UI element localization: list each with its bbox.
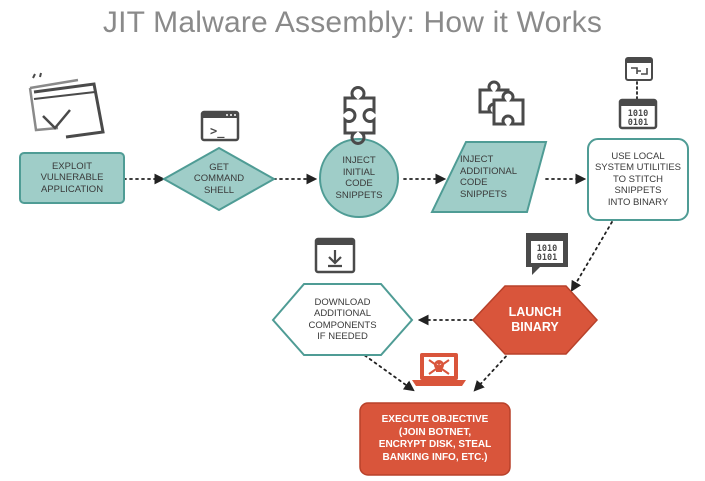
stitch-window-icon xyxy=(625,57,653,81)
node-shell-shape xyxy=(161,146,277,212)
browser-window-broken-icon xyxy=(28,72,105,139)
terminal-prompt: >_ xyxy=(210,124,225,139)
puzzle-piece-icon xyxy=(343,86,376,145)
download-line-2: ADDITIONAL xyxy=(313,308,371,319)
inject-initial-line-3: CODE xyxy=(345,178,373,189)
bubble-binary-top: 1010 xyxy=(537,244,557,254)
exploit-line-2: VULNERABLE xyxy=(40,172,104,184)
inject-additional-line-4: SNIPPETS xyxy=(460,188,507,200)
node-stitch-shape xyxy=(587,138,689,221)
node-launch-label: LAUNCH BINARY xyxy=(485,286,585,354)
stitch-line-1: USE LOCAL xyxy=(611,150,665,162)
objective-line-4: BANKING INFO, ETC.) xyxy=(382,451,488,463)
download-line-3: COMPONENTS xyxy=(308,319,377,331)
inject-initial-line-1: INJECT xyxy=(342,155,376,166)
download-line-4: IF NEEDED xyxy=(317,331,368,342)
stitch-line-3: TO STITCH xyxy=(613,173,663,185)
exploit-line-3: APPLICATION xyxy=(40,183,104,195)
node-exploit-shape xyxy=(19,152,125,204)
node-inject-additional-label: INJECT ADDITIONAL CODE SNIPPETS xyxy=(448,144,528,210)
skull-laptop-icon xyxy=(412,353,466,386)
binary-speech-bubble-icon: 1010 0101 xyxy=(526,233,568,275)
node-launch-shape xyxy=(471,285,599,355)
connector-launch-to-objective xyxy=(473,351,511,392)
inject-initial-line-2: INITIAL xyxy=(342,166,376,178)
node-inject-initial-label: INJECT INITIAL CODE SNIPPETS xyxy=(320,143,398,213)
connector-stitch-to-launch xyxy=(570,221,613,292)
shell-line-1: GET xyxy=(209,161,229,173)
download-line-1: DOWNLOAD xyxy=(314,296,371,308)
stitch-line-2: SYSTEM UTILITIES xyxy=(594,162,682,174)
node-download-shape xyxy=(271,283,414,356)
binary-window-icon: 1010 0101 xyxy=(618,98,658,130)
node-shell-label: GET COMMAND SHELL xyxy=(174,153,264,205)
node-exploit-label: EXPLOIT VULNERABLE APPLICATION xyxy=(20,153,124,203)
inject-additional-line-3: CODE xyxy=(460,177,488,188)
objective-line-3: ENCRYPT DISK, STEAL xyxy=(378,439,492,450)
shell-line-2: COMMAND xyxy=(193,173,245,185)
node-inject-additional-shape xyxy=(430,141,548,213)
shell-line-3: SHELL xyxy=(203,184,235,196)
launch-line-2: BINARY xyxy=(511,320,559,334)
terminal-icon: >_ xyxy=(200,110,240,142)
page-title: JIT Malware Assembly: How it Works xyxy=(102,6,603,39)
node-objective-shape xyxy=(359,402,511,476)
inject-initial-line-4: SNIPPETS xyxy=(335,189,383,201)
exploit-line-1: EXPLOIT xyxy=(51,160,93,172)
download-window-icon xyxy=(314,237,356,274)
stitch-line-4: SNIPPETS xyxy=(614,185,662,197)
node-stitch-label: USE LOCAL SYSTEM UTILITIES TO STITCH SNI… xyxy=(588,139,688,220)
binary-top-text: 1010 xyxy=(628,109,648,119)
objective-line-1: EXECUTE OBJECTIVE xyxy=(381,414,489,425)
objective-line-2: (JOIN BOTNET, xyxy=(398,426,472,438)
stitch-line-5: INTO BINARY xyxy=(607,196,669,208)
binary-bottom-text: 0101 xyxy=(628,118,648,128)
node-download-label: DOWNLOAD ADDITIONAL COMPONENTS IF NEEDED xyxy=(290,284,395,355)
puzzle-pieces-icon xyxy=(478,80,525,126)
inject-additional-line-2: ADDITIONAL xyxy=(460,165,518,177)
launch-line-1: LAUNCH xyxy=(508,305,562,319)
bubble-binary-bottom: 0101 xyxy=(537,253,557,263)
node-inject-initial-shape xyxy=(319,138,399,218)
inject-additional-line-1: INJECT xyxy=(460,154,494,165)
node-objective-label: EXECUTE OBJECTIVE (JOIN BOTNET, ENCRYPT … xyxy=(360,403,510,475)
connector-download-to-objective xyxy=(359,351,415,392)
